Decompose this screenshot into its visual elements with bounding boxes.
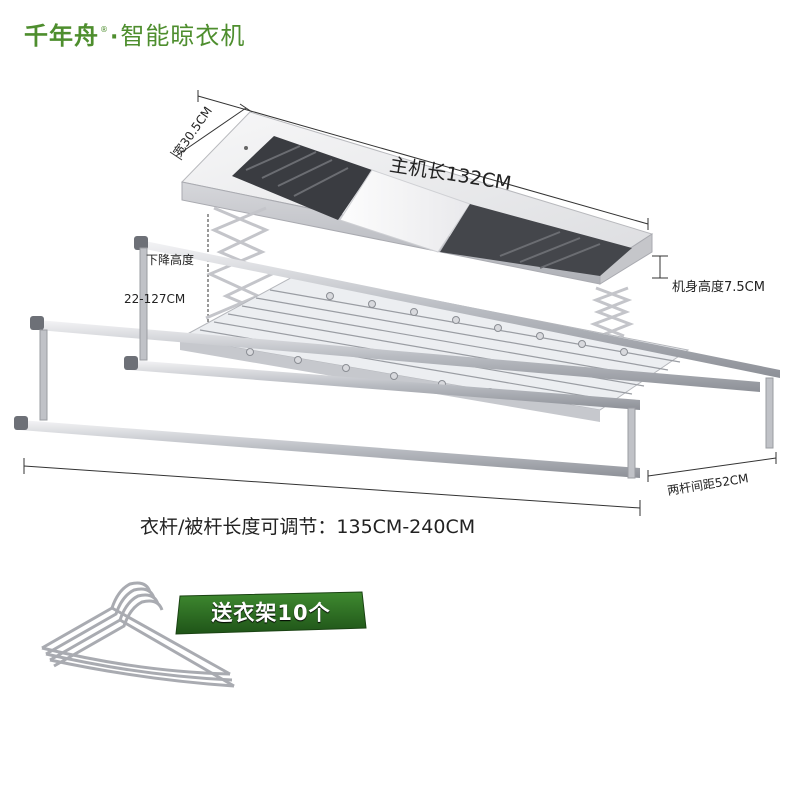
lowering-label: 下降高度 <box>146 253 195 267</box>
main-unit <box>181 111 654 285</box>
clothes-hanger-stack-icon <box>41 581 235 688</box>
rod-length-label: 衣杆/被杆长度可调节：135CM-240CM <box>140 516 476 538</box>
body-height-label: 机身高度7.5CM <box>672 280 765 295</box>
brand-logo: 千年舟 ® · 智能晾衣机 <box>24 16 245 50</box>
dimension-lines <box>23 90 777 516</box>
promo-badge-shape <box>175 591 367 635</box>
lowering-range-label: 22-127CM <box>124 292 186 306</box>
brand-separator: · <box>110 25 119 50</box>
inner-rack <box>178 273 690 422</box>
brand-name: 千年舟 <box>24 22 99 50</box>
product-name: 智能晾衣机 <box>120 22 246 50</box>
promo-badge-text: 送衣架10个 <box>211 601 331 625</box>
promo-badge: 送衣架10个 <box>176 590 366 634</box>
hanging-rods <box>14 236 780 479</box>
registered-mark: ® <box>100 25 108 34</box>
scissor-arms <box>205 206 635 338</box>
